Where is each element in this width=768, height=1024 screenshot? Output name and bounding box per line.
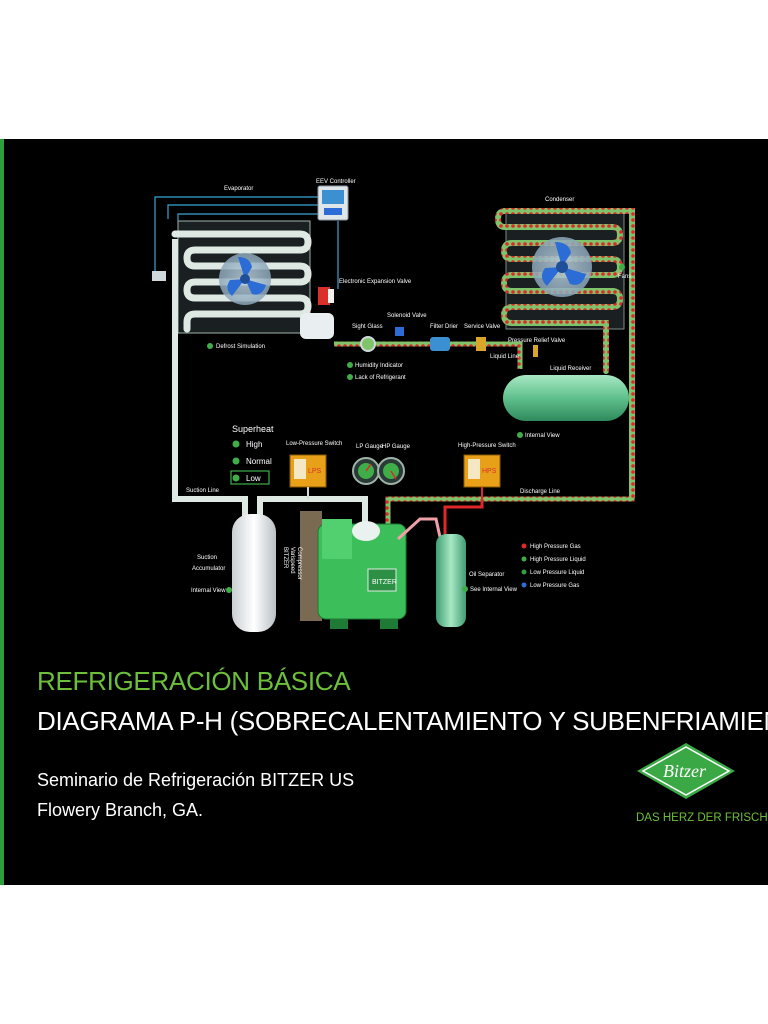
filter-drier: Filter Drier — [430, 324, 458, 351]
defrost-simulation-toggle[interactable]: Defrost Simulation — [207, 343, 265, 350]
compressor-brand-label: BITZER — [282, 547, 288, 569]
superheat-high-label: High — [246, 440, 262, 449]
filter-drier-label: Filter Drier — [430, 324, 458, 330]
compressor: BITZER BITZER Varispeed Compressor — [282, 511, 407, 629]
superheat-title: Superheat — [232, 424, 274, 434]
receiver-internal-view-label: Internal View — [525, 433, 560, 439]
evaporator: Evaporator — [171, 186, 312, 334]
superheat-high-option[interactable]: High — [232, 440, 263, 449]
legend-label: Low Pressure Gas — [530, 583, 579, 589]
liquid-receiver-label: Liquid Receiver — [550, 366, 591, 372]
legend-label: High Pressure Liquid — [530, 557, 586, 563]
slide-left-border — [0, 139, 4, 885]
pressure-relief-valve: Pressure Relief Valve — [508, 338, 566, 357]
evaporator-label: Evaporator — [224, 186, 253, 192]
liquid-receiver: Liquid Receiver — [503, 366, 629, 421]
discharge-line-label: Discharge Line — [520, 489, 561, 495]
electronic-expansion-valve: Electronic Expansion Valve — [300, 279, 412, 339]
lp-gauge: LP Gauge — [352, 444, 384, 485]
suction-accumulator-label-1: Suction — [197, 555, 217, 561]
receiver-internal-view-toggle[interactable]: Internal View — [517, 432, 560, 439]
sensor-bulb — [152, 271, 166, 281]
humidity-indicator-label: Humidity Indicator — [355, 363, 403, 369]
suction-accumulator: Suction Accumulator — [192, 514, 276, 632]
high-pressure-switch: HPS High-Pressure Switch — [458, 443, 516, 499]
superheat-low-label: Low — [246, 474, 261, 483]
slide: Evaporator EEV Controller Electronic Exp… — [0, 139, 768, 885]
solenoid-valve-label: Solenoid Valve — [387, 313, 427, 319]
slide-title-line-2: DIAGRAMA P-H (SOBRECALENTAMIENTO Y SUBEN… — [37, 706, 768, 736]
service-valve: Service Valve — [464, 324, 501, 351]
compressor-badge: BITZER — [372, 579, 397, 586]
slide-subtitle-line-1: Seminario de Refrigeración BITZER US — [37, 770, 355, 790]
pressure-relief-valve-label: Pressure Relief Valve — [508, 338, 566, 344]
defrost-simulation-label: Defrost Simulation — [216, 344, 265, 350]
evaporator-fan — [219, 253, 271, 305]
superheat-normal-label: Normal — [246, 457, 272, 466]
bitzer-logo: Bitzer — [637, 743, 735, 799]
slide-subtitle-line-2: Flowery Branch, GA. — [37, 800, 204, 820]
fans-label: Fans — [618, 274, 631, 280]
slide-title-line-1: REFRIGERACIÓN BÁSICA — [37, 666, 351, 696]
lack-of-refrigerant-toggle[interactable]: Lack of Refrigerant — [347, 374, 406, 381]
legend-item-high-pressure-gas: High Pressure Gas — [521, 543, 581, 550]
suction-line: Suction Line — [172, 239, 368, 529]
legend-item-low-pressure-gas: Low Pressure Gas — [521, 582, 579, 589]
lps-badge: LPS — [308, 468, 322, 475]
legend-item-high-pressure-liquid: High Pressure Liquid — [521, 556, 586, 563]
legend-label: High Pressure Gas — [530, 544, 581, 550]
eev-controller: EEV Controller — [316, 179, 356, 221]
condenser-label: Condenser — [545, 197, 574, 203]
discharge-line: Discharge Line — [385, 421, 635, 529]
suction-line-label: Suction Line — [186, 488, 220, 494]
liquid-line-label: Liquid Line — [490, 354, 520, 360]
condenser-fan — [532, 237, 592, 297]
low-pressure-switch-label: Low-Pressure Switch — [286, 441, 342, 447]
accumulator-internal-view-label: Internal View — [191, 588, 226, 594]
controller-wiring — [154, 196, 339, 289]
service-valve-label: Service Valve — [464, 324, 501, 330]
sight-glass: Sight Glass — [352, 324, 383, 352]
legend-label: Low Pressure Liquid — [530, 570, 584, 576]
superheat-selector: Superheat High Normal Low — [230, 424, 274, 485]
eev-label: Electronic Expansion Valve — [339, 279, 412, 285]
low-pressure-switch: LPS Low-Pressure Switch — [286, 441, 342, 499]
lack-of-refrigerant-label: Lack of Refrigerant — [355, 375, 406, 381]
hp-gauge: HP Gauge — [377, 444, 411, 485]
refrigeration-cycle-diagram: Evaporator EEV Controller Electronic Exp… — [152, 179, 635, 632]
eev-controller-label: EEV Controller — [316, 179, 356, 185]
hps-badge: HPS — [482, 468, 497, 475]
legend-item-low-pressure-liquid: Low Pressure Liquid — [521, 569, 584, 576]
suction-accumulator-label-2: Accumulator — [192, 566, 225, 572]
superheat-low-option[interactable]: Low — [230, 470, 270, 485]
bitzer-wordmark: Bitzer — [663, 761, 707, 781]
fans-toggle[interactable]: Fans — [618, 264, 631, 280]
pressure-legend: High Pressure Gas High Pressure Liquid L… — [521, 543, 586, 589]
oil-separator-label: Oil Separator — [469, 572, 504, 578]
humidity-indicator-toggle[interactable]: Humidity Indicator — [347, 362, 403, 369]
accumulator-internal-view-toggle[interactable]: Internal View — [191, 587, 232, 594]
lp-gauge-label: LP Gauge — [356, 444, 384, 450]
high-pressure-switch-label: High-Pressure Switch — [458, 443, 516, 449]
sight-glass-label: Sight Glass — [352, 324, 383, 330]
oil-separator: Oil Separator — [436, 534, 504, 627]
superheat-normal-option[interactable]: Normal — [232, 457, 273, 466]
oil-separator-internal-view-toggle[interactable]: See Internal View — [462, 586, 518, 593]
solenoid-valve: Solenoid Valve — [387, 313, 427, 336]
oil-separator-internal-view-label: See Internal View — [470, 587, 518, 593]
compressor-type-label-1: Varispeed — [289, 547, 295, 574]
discharge-hoses — [396, 499, 484, 541]
hp-gauge-label: HP Gauge — [382, 444, 411, 450]
compressor-type-label-2: Compressor — [296, 547, 302, 580]
bitzer-tagline: DAS HERZ DER FRISCHE — [636, 812, 768, 824]
liquid-line — [334, 341, 523, 369]
